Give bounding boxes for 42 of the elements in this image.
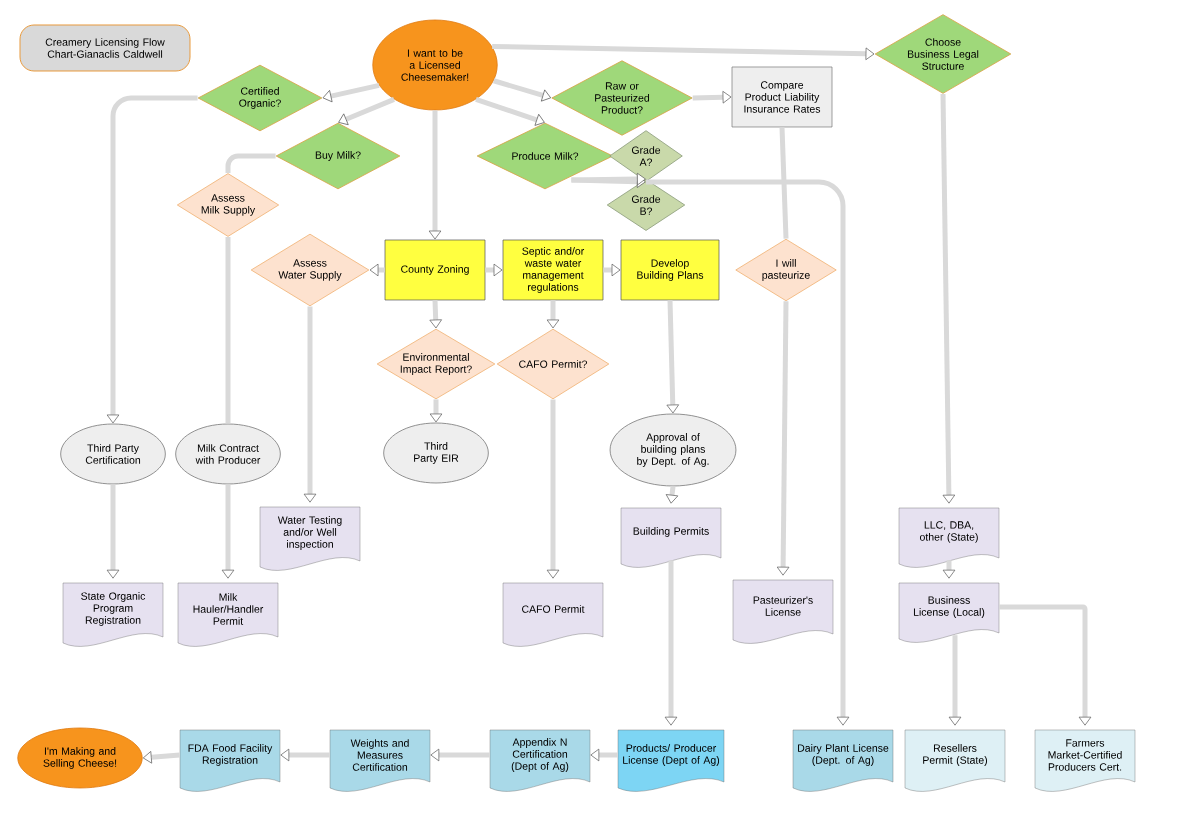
oval-node: Third Party EIR — [383, 422, 489, 484]
arrow — [666, 300, 679, 414]
arrow — [475, 97, 545, 126]
arrow — [665, 486, 679, 504]
arrow — [942, 560, 956, 579]
process-box: County Zoning — [384, 239, 486, 301]
process-box: Septic and/or waste water management regulations — [502, 239, 604, 301]
arrow — [280, 748, 330, 762]
arrow — [106, 95, 198, 424]
arrow — [948, 635, 962, 726]
arrow — [646, 179, 850, 726]
arrow — [303, 306, 317, 503]
arrow — [428, 110, 442, 240]
oval-node: Milk Contract with Producer — [175, 423, 281, 485]
arrow — [493, 78, 552, 102]
oval-node: Third Party Certification — [60, 423, 166, 485]
arrow — [546, 300, 560, 329]
arrow — [692, 91, 732, 104]
arrow — [430, 748, 490, 762]
arrow — [546, 399, 560, 579]
arrow — [142, 751, 180, 764]
arrow — [664, 560, 678, 726]
arrow — [221, 484, 235, 579]
arrow — [940, 93, 956, 504]
oval-node: Approval of building plans by Dept. of Ag. — [609, 413, 737, 487]
arrow — [485, 263, 503, 277]
oval-node: I want to be a Licensed Cheesemaker! — [372, 19, 498, 111]
arrow — [429, 300, 442, 329]
process-box: Develop Building Plans — [620, 239, 720, 301]
arrow — [429, 399, 443, 423]
arrow — [492, 43, 875, 61]
arrow — [106, 484, 120, 579]
arrow — [322, 82, 380, 103]
arrow — [590, 748, 618, 762]
oval-node: I'm Making and Selling Cheese! — [17, 727, 143, 789]
arrow — [369, 263, 385, 277]
title-box: Creamery Licensing Flow Chart-Gianaclis Caldwell — [19, 24, 191, 72]
arrow — [603, 263, 621, 277]
arrow — [338, 97, 396, 126]
process-box: Compare Product Liability Insurance Rates — [731, 66, 833, 128]
arrow — [999, 604, 1092, 726]
arrow — [776, 301, 790, 576]
